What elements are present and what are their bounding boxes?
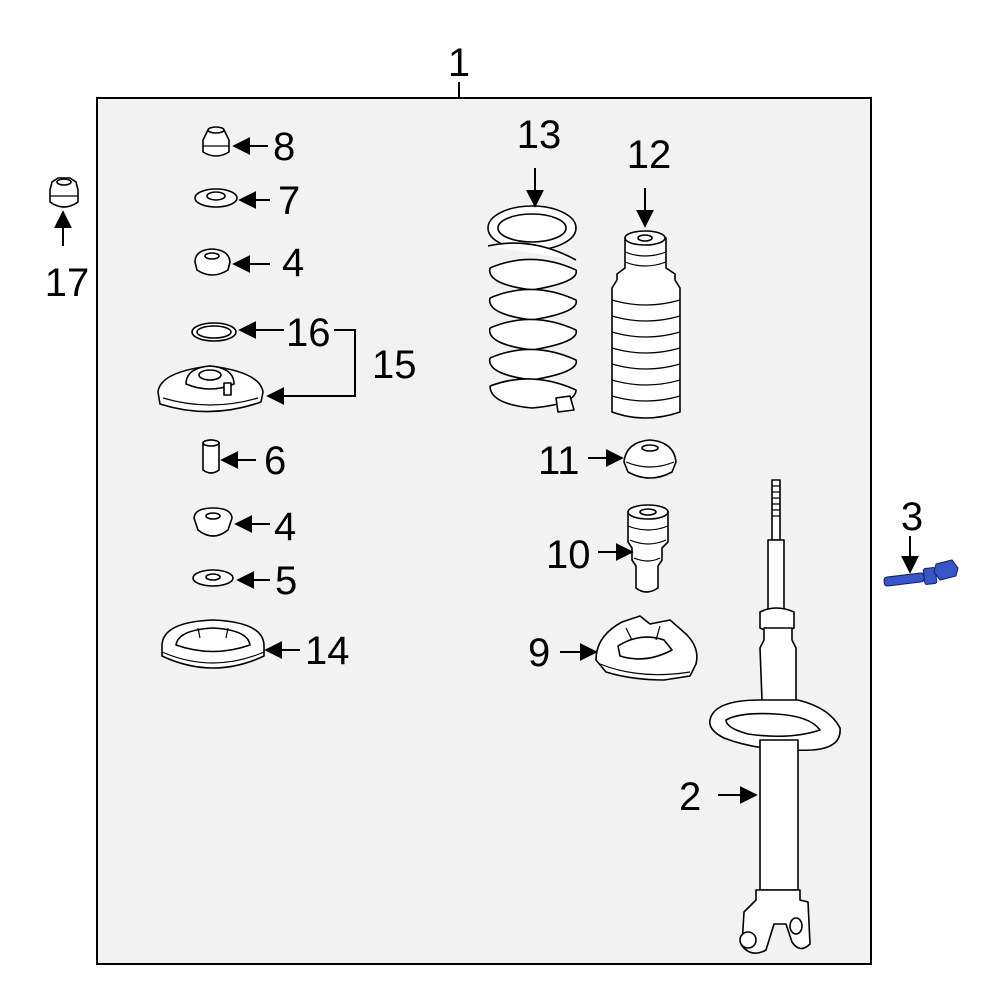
- callout-16[interactable]: 16: [286, 311, 331, 355]
- callout-6[interactable]: 6: [264, 439, 286, 483]
- part-13-coil-spring[interactable]: [487, 205, 577, 413]
- callout-11[interactable]: 11: [538, 439, 580, 483]
- callout-2[interactable]: 2: [679, 775, 701, 819]
- callout-14[interactable]: 14: [305, 629, 350, 673]
- callout-7[interactable]: 7: [278, 179, 300, 223]
- part-8-nut[interactable]: [202, 126, 230, 157]
- part-6-sleeve[interactable]: [202, 439, 220, 474]
- callout-8[interactable]: 8: [273, 125, 295, 169]
- part-9-lower-seat[interactable]: [595, 615, 698, 681]
- callout-12[interactable]: 12: [627, 133, 672, 177]
- callout-4-upper[interactable]: 4: [282, 241, 304, 285]
- part-5-washer[interactable]: [192, 569, 234, 587]
- callout-1[interactable]: 1: [448, 41, 470, 85]
- part-2-strut[interactable]: [708, 479, 841, 954]
- callout-17[interactable]: 17: [45, 261, 90, 305]
- part-15-upper-mount[interactable]: [157, 365, 264, 413]
- leader-lines: [54, 137, 919, 804]
- part-11-stop-seat[interactable]: [623, 439, 677, 479]
- part-3-bolt[interactable]: [883, 559, 959, 587]
- part-10-bump-stop[interactable]: [627, 504, 669, 593]
- part-16-ring[interactable]: [191, 322, 237, 342]
- part-17-nut[interactable]: [49, 177, 79, 208]
- callout-9[interactable]: 9: [528, 631, 550, 675]
- part-14-spring-seat[interactable]: [161, 619, 265, 669]
- callout-3[interactable]: 3: [901, 495, 923, 539]
- callout-10[interactable]: 10: [546, 533, 591, 577]
- callout-5[interactable]: 5: [275, 559, 297, 603]
- callout-13[interactable]: 13: [517, 113, 562, 157]
- part-4-upper-bushing[interactable]: [194, 248, 231, 276]
- callout-15[interactable]: 15: [372, 343, 417, 387]
- part-4-lower-bushing[interactable]: [193, 507, 233, 537]
- part-12-dust-boot[interactable]: [611, 230, 681, 419]
- callout-labels: 1 8 7 4 16 15 6 4 5 14 13 12 11 10 9 2 3…: [45, 41, 923, 819]
- callout-4-lower[interactable]: 4: [274, 505, 296, 549]
- part-7-washer[interactable]: [194, 188, 238, 208]
